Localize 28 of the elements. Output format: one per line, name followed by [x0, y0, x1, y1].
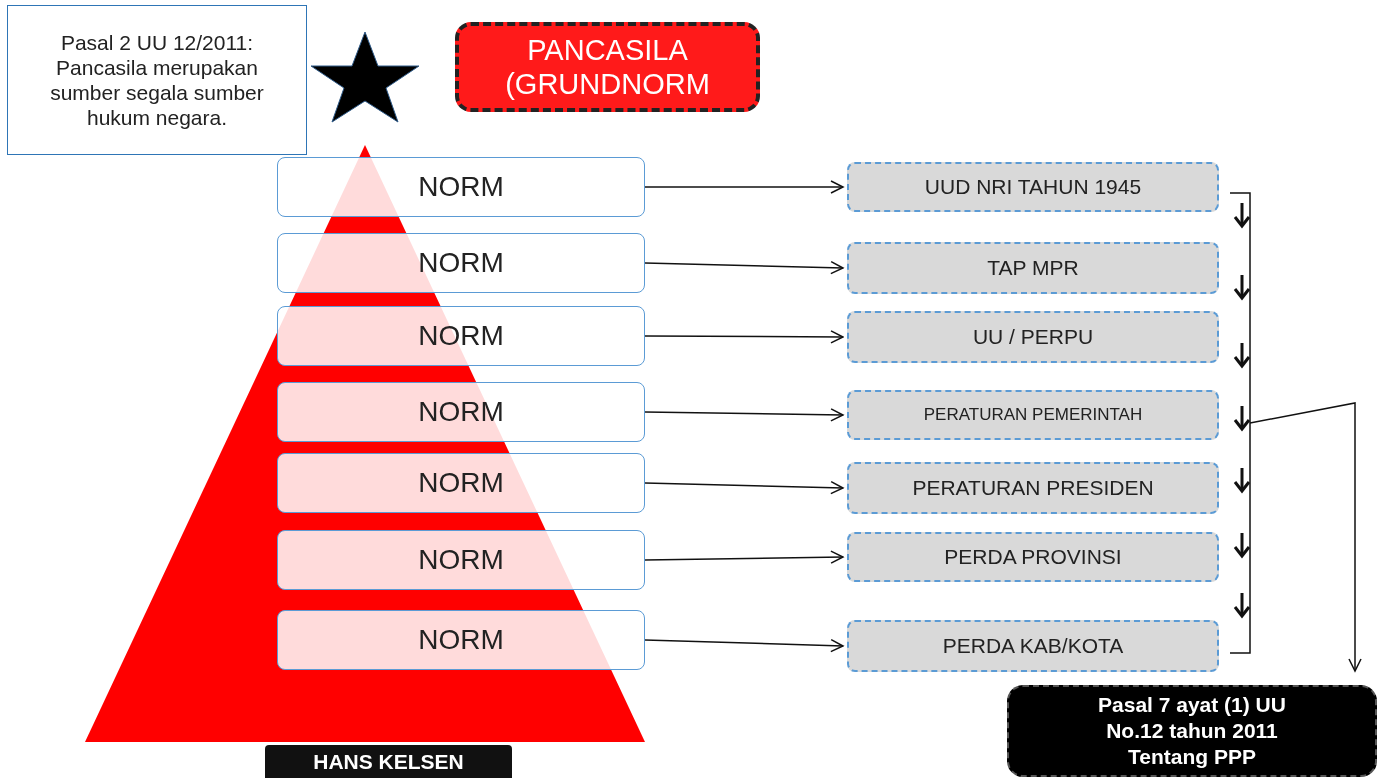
- grundnorm-box: PANCASILA (GRUNDNORM: [455, 22, 760, 112]
- law-box: UUD NRI TAHUN 1945: [847, 162, 1219, 212]
- arrow: [1249, 402, 1362, 672]
- arrow: [644, 330, 844, 344]
- law-box: PERDA KAB/KOTA: [847, 620, 1219, 672]
- bracket: [1229, 192, 1252, 654]
- law-box: PERDA PROVINSI: [847, 532, 1219, 582]
- norm-box: NORM: [277, 382, 645, 442]
- norm-box: NORM: [277, 233, 645, 293]
- arrow: [644, 408, 844, 422]
- arrow: [644, 638, 844, 653]
- norm-box: NORM: [277, 453, 645, 513]
- norm-box: NORM: [277, 610, 645, 670]
- arrow: [644, 260, 844, 275]
- star-shape: [310, 31, 420, 123]
- reference-box: Pasal 7 ayat (1) UU No.12 tahun 2011 Tentang PPP: [1007, 685, 1377, 777]
- norm-box: NORM: [277, 157, 645, 217]
- note-box: Pasal 2 UU 12/2011: Pancasila merupakan sumber segala sumber hukum negara.: [7, 5, 307, 155]
- arrow: [644, 550, 844, 564]
- author-tag: HANS KELSEN: [265, 745, 512, 778]
- law-box: PERATURAN PEMERINTAH: [847, 390, 1219, 440]
- law-box: PERATURAN PRESIDEN: [847, 462, 1219, 514]
- arrow: [644, 480, 844, 495]
- arrow: [644, 180, 844, 194]
- law-box: UU / PERPU: [847, 311, 1219, 363]
- norm-box: NORM: [277, 530, 645, 590]
- law-box: TAP MPR: [847, 242, 1219, 294]
- norm-box: NORM: [277, 306, 645, 366]
